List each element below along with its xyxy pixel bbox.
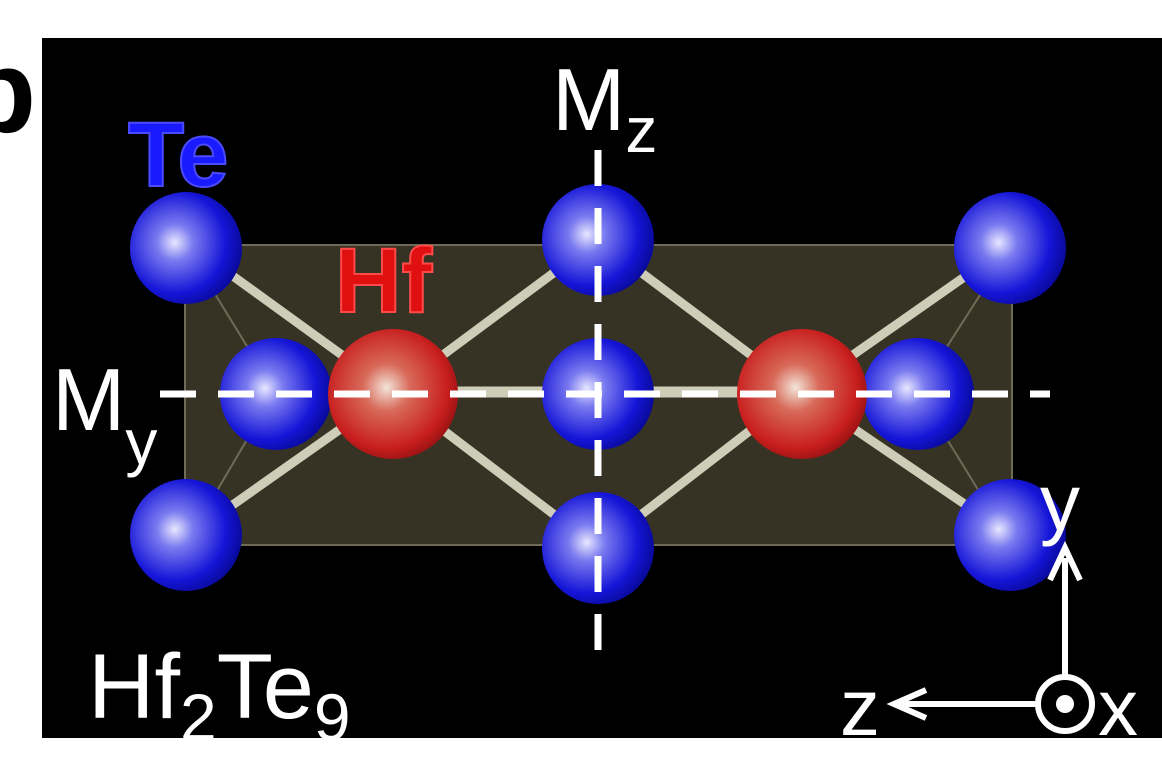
mirror-y-label: My	[52, 350, 157, 478]
te-label: Te	[128, 104, 229, 206]
te-atom	[130, 479, 242, 591]
te-atom	[954, 479, 1066, 591]
te-atom	[130, 192, 242, 304]
chemical-formula: Hf2Te9	[88, 636, 351, 754]
hf-label: Hf	[335, 230, 432, 332]
te-atom	[542, 492, 654, 604]
mirror-plane-lines	[160, 150, 1050, 660]
te-atom	[954, 192, 1066, 304]
mirror-z-main: M	[552, 50, 625, 149]
formula-sub-te: 9	[314, 680, 351, 754]
formula-te: Te	[217, 636, 314, 738]
formula-sub-hf: 2	[180, 680, 217, 754]
mirror-y-main: M	[52, 350, 125, 449]
panel-letter: b	[0, 26, 36, 158]
y-axis-label: y	[1040, 458, 1080, 547]
x-axis-dot	[1056, 695, 1074, 713]
z-axis-label: z	[840, 663, 880, 752]
y-axis-arrowhead	[1047, 540, 1083, 582]
te-atoms	[130, 184, 1066, 604]
x-axis-label: x	[1098, 663, 1138, 752]
mirror-z-sub: z	[625, 94, 657, 166]
coordinate-axes	[886, 540, 1095, 734]
mirror-y-sub: y	[125, 406, 157, 478]
formula-hf: Hf	[88, 636, 180, 738]
mirror-z-label: Mz	[552, 50, 657, 166]
z-axis-arrowhead	[886, 687, 928, 721]
x-axis-out-of-plane-icon	[1035, 674, 1095, 734]
